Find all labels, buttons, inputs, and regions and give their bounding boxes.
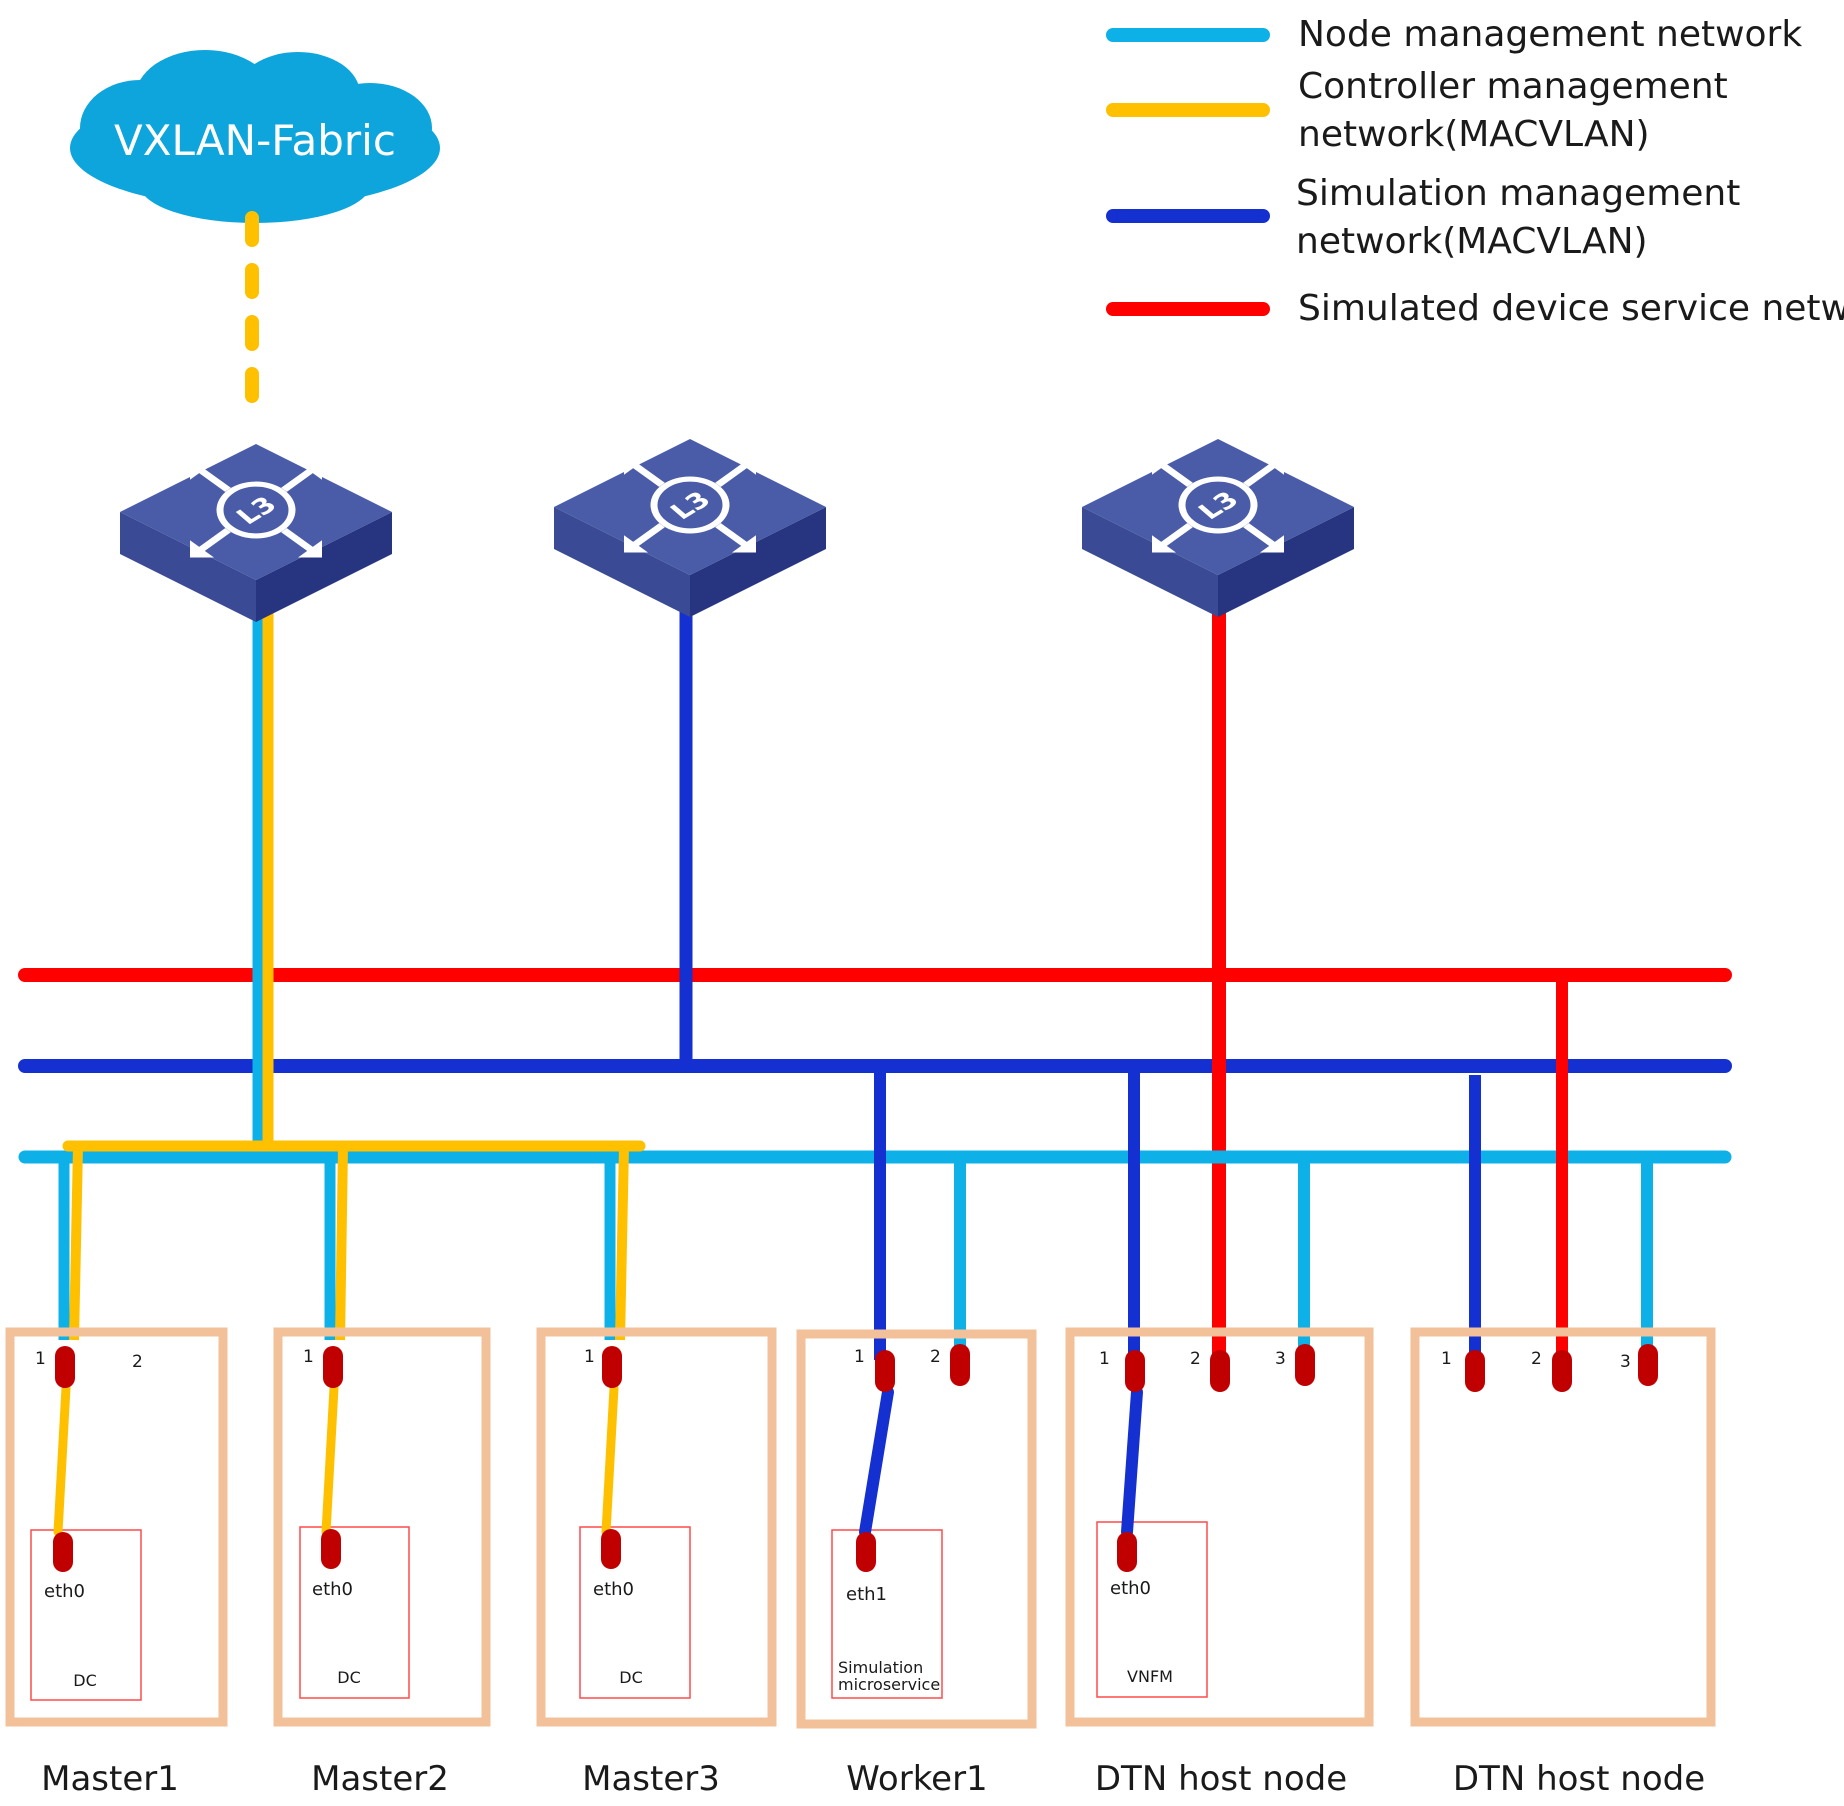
- service-box-worker1: [831, 1529, 943, 1699]
- switch-side-left: [120, 512, 256, 622]
- ports: [53, 1344, 1658, 1572]
- iface-label: eth0: [593, 1579, 634, 1600]
- node-label-master3: Master3: [582, 1759, 720, 1799]
- vxlan-fabric-cloud: VXLAN-Fabric: [70, 50, 440, 223]
- port: [602, 1346, 622, 1388]
- service-label: DC: [73, 1671, 97, 1690]
- port: [1210, 1350, 1230, 1392]
- service-label: DC: [337, 1668, 361, 1687]
- port: [1117, 1532, 1137, 1572]
- port-number: 2: [132, 1352, 143, 1372]
- port-number: 3: [1620, 1352, 1631, 1372]
- master3-internal-link: [601, 1383, 619, 1537]
- legend: Node management network Controller manag…: [1106, 14, 1844, 329]
- node-box-master2: [273, 1327, 491, 1727]
- legend-label: Controller management: [1298, 66, 1728, 107]
- port: [875, 1350, 895, 1392]
- port: [321, 1529, 341, 1569]
- l3-switch-3: L3: [1082, 439, 1354, 617]
- port: [1552, 1350, 1572, 1392]
- port-numbers: 1 2 1 1 1 2 1 2 3 1 2 3: [35, 1347, 1631, 1372]
- master1-node-mgmt-drop: [58, 1151, 70, 1340]
- service-box-master1: [30, 1529, 142, 1701]
- legend-item-simulated-service: Simulated device service network: [1106, 288, 1844, 329]
- master2-controller-drop: [335, 1145, 348, 1341]
- iface-label: eth0: [44, 1581, 85, 1602]
- service-label: microservice: [838, 1675, 940, 1694]
- switch-side-right: [690, 507, 826, 617]
- service-labels: eth0 DC eth0 DC eth0 DC eth1 Simulation …: [44, 1578, 1173, 1694]
- switch-side-right: [1218, 507, 1354, 617]
- port-number: 1: [584, 1347, 595, 1367]
- node-labels: Master1 Master2 Master3 Worker1 DTN host…: [41, 1759, 1705, 1799]
- port-number: 1: [303, 1347, 314, 1367]
- service-label: Simulation: [838, 1658, 923, 1677]
- port: [601, 1529, 621, 1569]
- node-label-master1: Master1: [41, 1759, 179, 1799]
- node-label-worker1: Worker1: [846, 1759, 987, 1799]
- node-box-worker1: [796, 1329, 1037, 1729]
- master1-controller-drop: [69, 1145, 83, 1341]
- service-box-master3: [579, 1526, 691, 1699]
- port: [950, 1344, 970, 1386]
- service-label: DC: [619, 1668, 643, 1687]
- legend-item-node-management: Node management network: [1106, 14, 1802, 55]
- switch-side-right: [256, 512, 392, 622]
- switch2-simulation-uplink: [679, 605, 693, 1073]
- legend-label: Node management network: [1298, 14, 1802, 55]
- worker1-internal-link: [859, 1386, 894, 1538]
- switch-side-left: [1082, 507, 1218, 617]
- port-number: 1: [854, 1347, 865, 1367]
- port: [1638, 1344, 1658, 1386]
- port: [55, 1346, 75, 1388]
- legend-label: network(MACVLAN): [1298, 114, 1650, 155]
- legend-item-simulation-management: Simulation management network(MACVLAN): [1106, 173, 1740, 262]
- switch-side-left: [554, 507, 690, 617]
- l3-switch-icon: L3: [624, 457, 756, 553]
- node-label-master2: Master2: [311, 1759, 449, 1799]
- port: [323, 1346, 343, 1388]
- cloud-icon: [70, 50, 440, 223]
- legend-label: Simulation management: [1296, 173, 1740, 214]
- node-label-dtn1: DTN host node: [1095, 1759, 1347, 1799]
- service-box-dtn1: [1096, 1521, 1208, 1698]
- master2-internal-link: [321, 1383, 339, 1537]
- cloud-label: VXLAN-Fabric: [114, 116, 396, 165]
- node-box-master1: [5, 1327, 228, 1727]
- port: [1125, 1350, 1145, 1392]
- service-box-master2: [299, 1526, 410, 1699]
- l3-switch-2: L3: [554, 439, 826, 617]
- port-number: 2: [1190, 1349, 1201, 1369]
- dtn1-internal-link: [1121, 1386, 1143, 1538]
- master3-controller-drop: [615, 1145, 629, 1341]
- port-number: 3: [1275, 1349, 1286, 1369]
- service-label: VNFM: [1127, 1667, 1173, 1686]
- iface-label: eth0: [1110, 1578, 1151, 1599]
- l3-switch-icon: L3: [190, 462, 322, 558]
- l3-switch-icon: L3: [1152, 457, 1284, 553]
- iface-label: eth1: [846, 1584, 887, 1605]
- master1-internal-link: [53, 1383, 71, 1537]
- iface-label: eth0: [312, 1579, 353, 1600]
- l3-switch-1: L3: [120, 444, 392, 622]
- node-box-dtn1: [1065, 1327, 1374, 1727]
- legend-item-controller-management: Controller management network(MACVLAN): [1106, 66, 1728, 155]
- node-box-master3: [536, 1327, 777, 1727]
- port-number: 1: [1099, 1349, 1110, 1369]
- legend-label: network(MACVLAN): [1296, 221, 1648, 262]
- port: [1465, 1350, 1485, 1392]
- port-number: 2: [1531, 1349, 1542, 1369]
- port: [856, 1532, 876, 1572]
- port: [53, 1532, 73, 1572]
- node-box-dtn2: [1410, 1327, 1716, 1727]
- port-number: 2: [930, 1347, 941, 1367]
- port-number: 1: [1441, 1349, 1452, 1369]
- node-label-dtn2: DTN host node: [1453, 1759, 1705, 1799]
- port: [1295, 1344, 1315, 1386]
- port-number: 1: [35, 1349, 46, 1369]
- legend-label: Simulated device service network: [1298, 288, 1844, 329]
